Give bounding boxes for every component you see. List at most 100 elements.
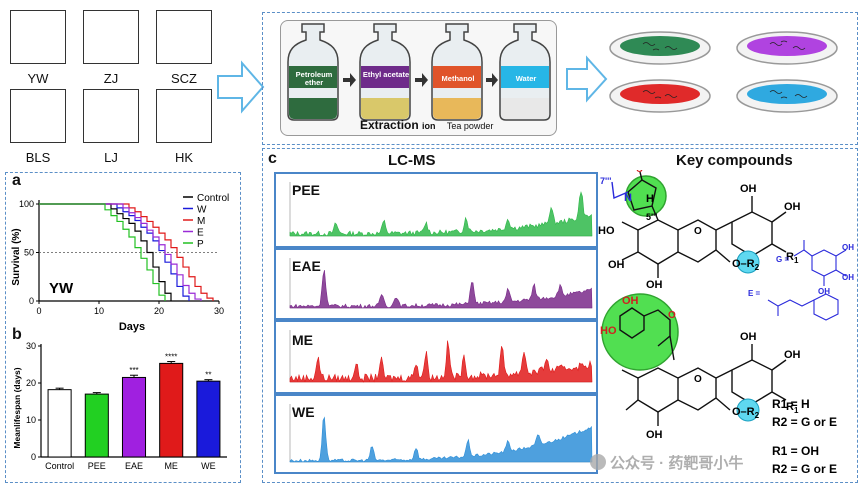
oh-2c: OH <box>784 349 801 361</box>
extraction-caption-main: Extraction <box>360 118 419 132</box>
tea-label-hk: HK <box>174 150 194 165</box>
r1-oh-text: R1 = OH <box>772 444 819 458</box>
r1-bottom: R1 <box>786 401 799 415</box>
r2-highlight-top <box>736 250 760 274</box>
bar-label-eae: EAE <box>125 461 143 471</box>
bottle-ethyl-acetate <box>359 23 411 121</box>
bottle-water <box>499 23 551 121</box>
bottle-petroleum-ether <box>287 23 339 121</box>
bar-label-we: WE <box>201 461 216 471</box>
tea-photo-yw <box>10 10 66 64</box>
flow-arrow-right-2-icon <box>566 55 608 103</box>
extraction-caption: Extraction ion Tea powder <box>360 118 493 132</box>
panel-c-letter: c <box>268 150 277 167</box>
e-substituent <box>767 293 839 321</box>
h-atom: H <box>646 193 654 205</box>
extraction-section <box>262 12 858 145</box>
key-compound-structures: N H 7''' 5''' O O OH OH R1 HO OH OH O–R2… <box>598 170 854 476</box>
chromatogram-trace <box>289 416 593 463</box>
chromatogram-trace <box>289 191 593 237</box>
e-label: E = <box>748 289 761 298</box>
n-atom: N <box>624 192 632 204</box>
tea-photo-zj <box>83 10 139 64</box>
c7-label: 7''' <box>600 176 611 186</box>
g-oh-3: OH <box>818 287 830 296</box>
or2-top: O–R2 <box>732 258 760 272</box>
ho-2: HO <box>600 325 617 337</box>
survival-ytick-label: 100 <box>19 199 34 209</box>
lifespan-ytick-label: 30 <box>26 341 36 351</box>
g-oh-2: OH <box>842 273 854 282</box>
r2-highlight-bottom <box>736 398 760 422</box>
or2-bottom: O–R2 <box>732 406 760 420</box>
survival-line-control <box>39 203 172 301</box>
oh-2b: OH <box>740 331 757 343</box>
legend-label-m: M <box>197 216 205 227</box>
bar-pee <box>84 393 109 458</box>
bar-label-pee: PEE <box>88 461 106 471</box>
significance-eae: *** <box>129 366 138 375</box>
bar-we <box>196 380 221 458</box>
lcms-title: LC-MS <box>388 152 436 169</box>
panel-c-frame <box>262 148 858 483</box>
survival-xtick-label: 0 <box>36 306 41 316</box>
bar-control <box>47 389 72 458</box>
chromatogram-eae: EAE <box>274 248 598 320</box>
arrow-3-icon <box>486 73 498 87</box>
chromatogram-pee: PEE <box>274 172 598 248</box>
extraction-bottles <box>287 23 551 121</box>
r1-h-text: R1 = H <box>772 397 810 411</box>
ring-o-2: O <box>668 310 676 321</box>
significance-me: **** <box>165 353 177 362</box>
watermark: 公众号 · 药靶哥小牛 <box>590 452 743 473</box>
g-substituent <box>793 240 847 286</box>
r2-g-e-text-2: R2 = G or E <box>772 462 837 476</box>
chromatogram-pee-label: PEE <box>292 182 321 198</box>
bottle-label-water: Water <box>515 74 537 83</box>
significance-we: ** <box>205 371 211 380</box>
tea-label-zj: ZJ <box>103 71 119 86</box>
survival-ytick-label: 50 <box>24 248 34 258</box>
tea-label-lj: LJ <box>104 150 118 165</box>
legend-label-e: E <box>197 228 204 239</box>
extraction-caption-small: ion <box>422 121 436 131</box>
legend-label-w: W <box>197 205 207 216</box>
bottle-label-petroleum-ether: Petroleum ether <box>295 70 333 87</box>
g-oh-1: OH <box>842 243 854 252</box>
ho-1: HO <box>598 225 615 237</box>
chromatogram-eae-label: EAE <box>292 258 321 274</box>
bar-me <box>159 362 184 458</box>
chromatogram-we: WE <box>274 394 598 474</box>
tea-photo-bls <box>10 89 66 143</box>
panel-a-letter: a <box>12 172 21 189</box>
chromatogram-me: ME <box>274 320 598 394</box>
bottle-label-ethyl-acetate: Ethyl acetate <box>362 70 410 79</box>
g-label: G = <box>776 255 789 264</box>
lifespan-ytick-label: 20 <box>26 378 36 388</box>
oh-1a: OH <box>740 183 757 195</box>
petri-dish-blue <box>736 79 838 113</box>
bottle-methanol <box>431 23 483 121</box>
key-compounds-title: Key compounds <box>676 152 793 169</box>
lifespan-ytick-label: 10 <box>26 415 36 425</box>
tea-photo-hk <box>156 89 212 143</box>
carbonyl-o: O <box>636 170 643 174</box>
tea-label-scz: SCZ <box>171 71 197 86</box>
survival-xtick-label: 20 <box>154 306 164 316</box>
oh-1c: OH <box>608 259 625 271</box>
panel-b-letter: b <box>12 326 22 343</box>
oh-1b: OH <box>784 201 801 213</box>
tea-photo-lj <box>83 89 139 143</box>
extraction-caption-tail: Tea powder <box>446 121 494 131</box>
survival-line-p <box>39 203 166 301</box>
petri-dish-red <box>609 79 711 113</box>
ring-o-1: O <box>694 226 702 237</box>
compound-1-bonds <box>611 171 787 278</box>
petri-dish-green <box>609 31 711 65</box>
survival-lines <box>39 203 214 301</box>
petri-dishes <box>609 31 838 113</box>
